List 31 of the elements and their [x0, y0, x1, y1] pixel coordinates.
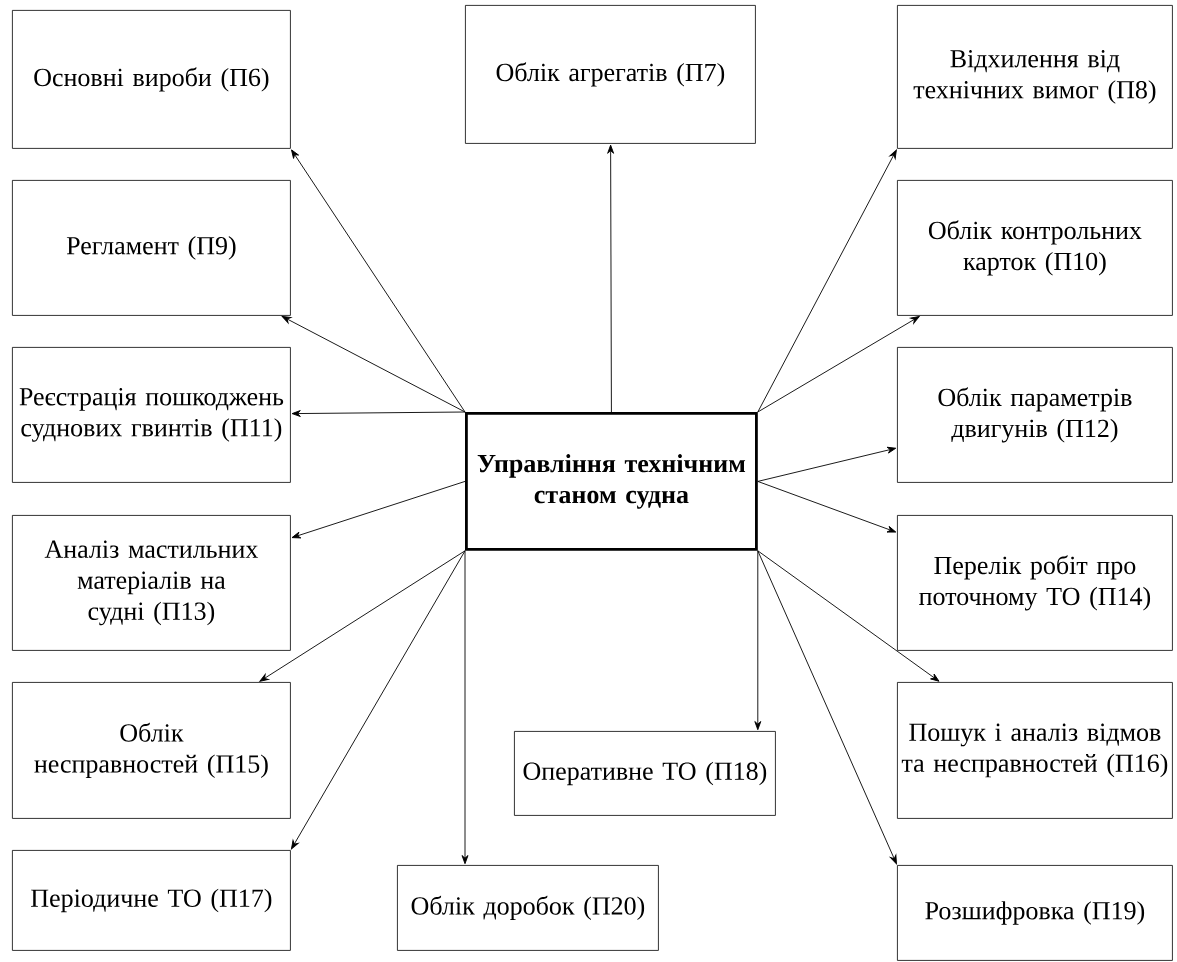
central-box: Управління технічним станом судна — [465, 412, 758, 551]
arrow — [757, 446, 897, 482]
arrow — [281, 315, 466, 413]
arrow — [754, 550, 762, 731]
process-box: Оперативне ТО (П18) — [514, 731, 776, 816]
arrow — [757, 550, 940, 682]
process-box: Облік контрольних карток (П10) — [897, 180, 1173, 316]
arrow — [607, 144, 615, 413]
arrow — [291, 410, 466, 417]
arrow — [291, 149, 466, 413]
process-box: Облік параметрів двигунів (П12) — [897, 347, 1173, 483]
arrow — [757, 550, 897, 865]
process-box: Аналіз мастильних матеріалів на судні (П13) — [12, 515, 291, 651]
process-box: Розшифровка (П19) — [897, 865, 1173, 961]
arrow — [291, 550, 466, 850]
arrow — [757, 316, 920, 413]
arrow — [291, 480, 466, 539]
process-box: Регламент (П9) — [12, 180, 291, 316]
process-box: Пошук і аналіз відмов та несправностей (П16) — [897, 682, 1173, 819]
process-box: Облік агрегатів (П7) — [465, 5, 756, 144]
process-box: Облік доробок (П20) — [397, 865, 659, 951]
arrow — [259, 550, 466, 682]
arrow — [757, 149, 897, 413]
process-box: Основні вироби (П6) — [12, 10, 291, 149]
arrow — [461, 550, 469, 865]
process-box: Реєстрація пошкоджень суднових гвинтів (П11) — [12, 347, 291, 483]
process-box: Перелік робіт про поточному ТО (П14) — [897, 515, 1173, 651]
arrow — [757, 480, 897, 533]
process-box: Облік несправностей (П15) — [12, 682, 291, 819]
process-box: Відхилення від технічних вимог (П8) — [897, 5, 1173, 149]
process-box: Періодичне ТО (П17) — [12, 850, 291, 951]
